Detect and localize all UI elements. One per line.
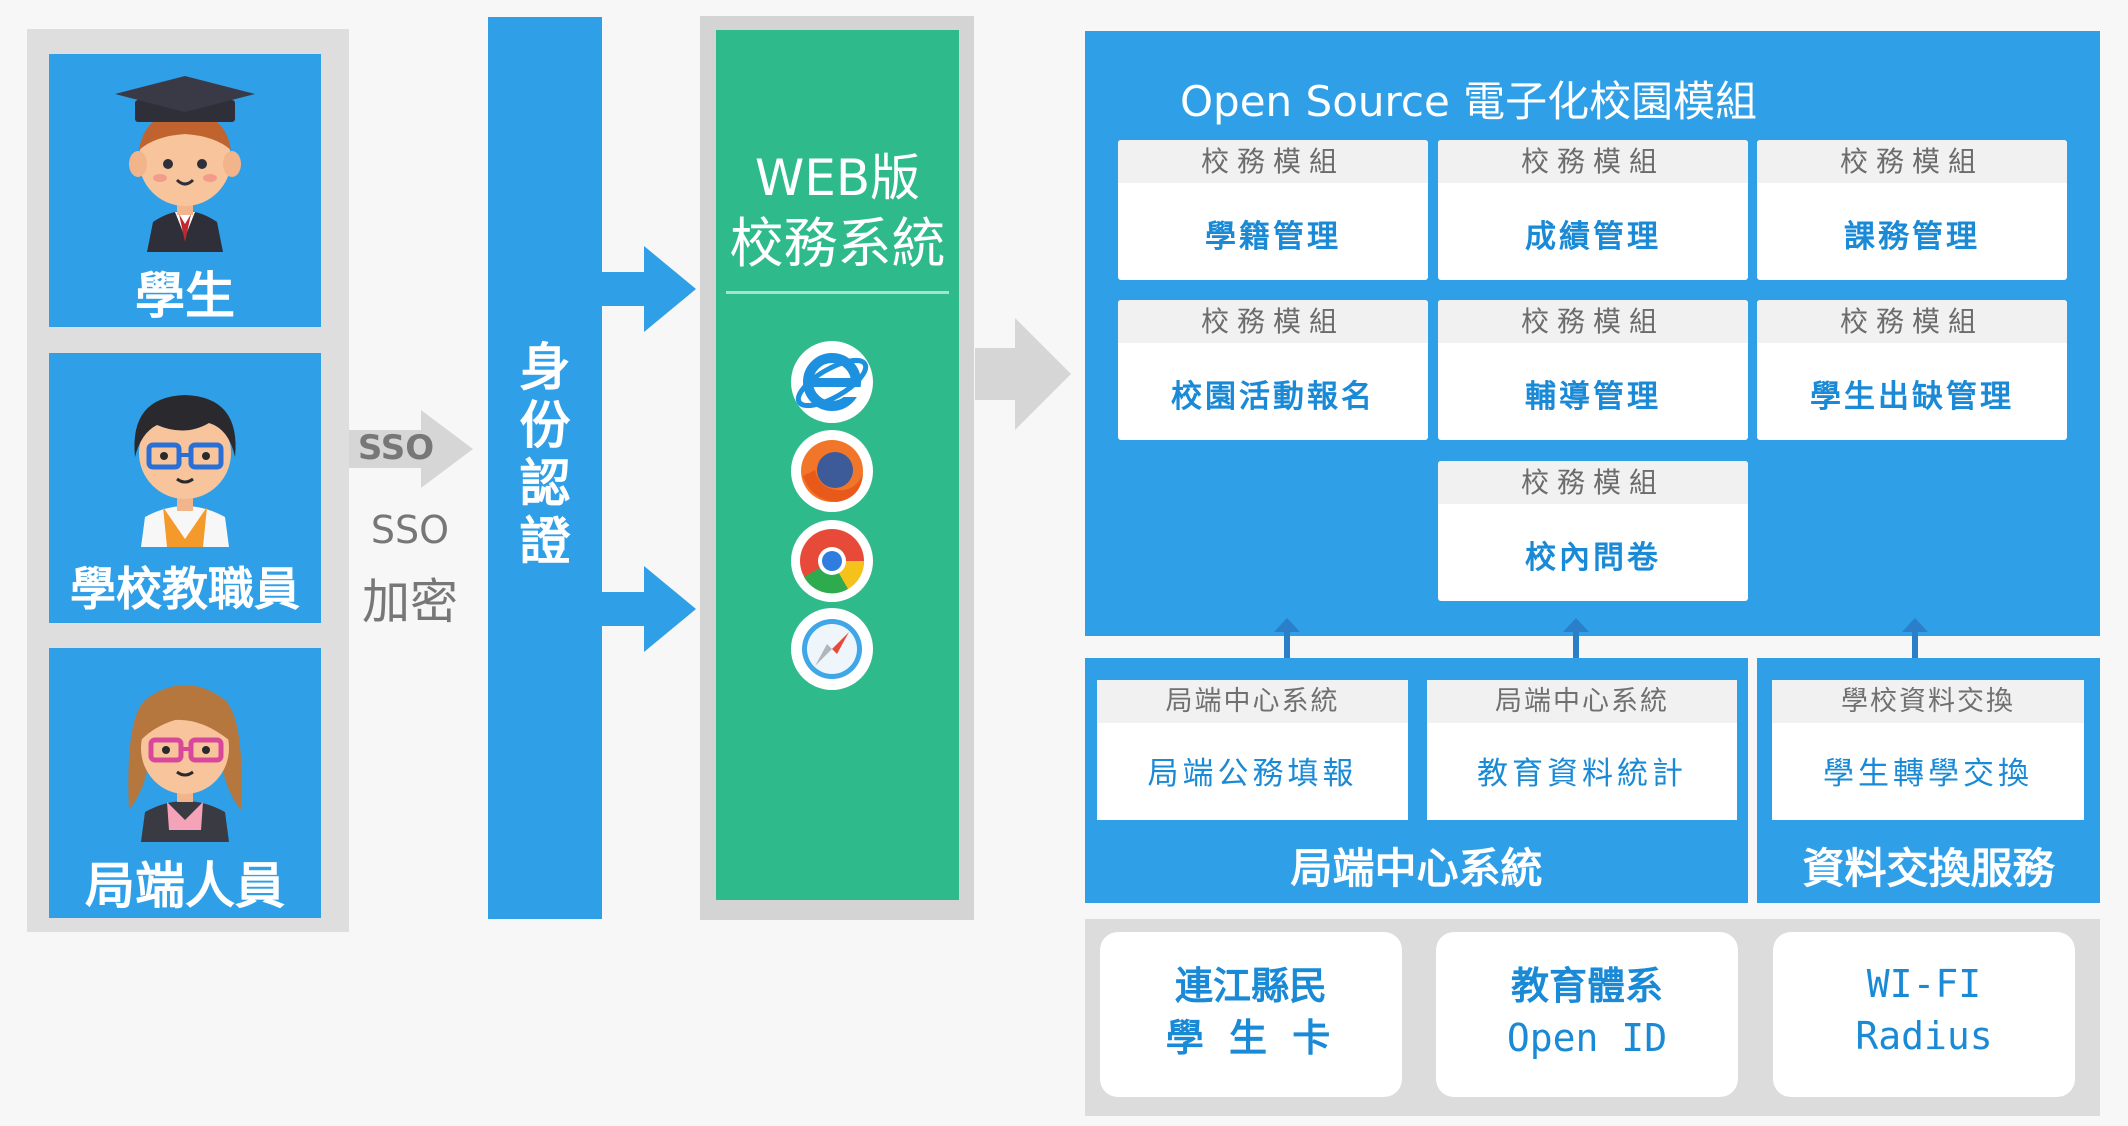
auth-arrow-bottom-icon <box>600 566 696 652</box>
safari-icon <box>791 608 873 690</box>
sub-module-header: 學校資料交換 <box>1772 680 2084 723</box>
sub-module-header: 局端中心系統 <box>1097 680 1408 723</box>
module-title: 成績管理 <box>1525 219 1661 255</box>
open-source-title: Open Source 電子化校園模組 <box>1180 77 1758 126</box>
module-course-affairs[interactable]: 校務模組 課務管理 <box>1757 140 2067 280</box>
sub-module-header: 局端中心系統 <box>1427 680 1737 723</box>
staff-woman-icon <box>128 685 242 842</box>
sub-module-title: 學生轉學交換 <box>1823 756 2033 792</box>
bureau-center-caption: 局端中心系統 <box>1290 844 1543 893</box>
module-attendance[interactable]: 校務模組 學生出缺管理 <box>1757 300 2067 440</box>
module-campus-activity[interactable]: 校務模組 校園活動報名 <box>1118 300 1428 440</box>
sso-arrow-icon <box>349 410 473 488</box>
student-transfer-module[interactable]: 學校資料交換 學生轉學交換 <box>1772 680 2084 820</box>
education-statistics-module[interactable]: 局端中心系統 教育資料統計 <box>1427 680 1737 820</box>
web-system-title-line1: WEB版 <box>754 149 921 207</box>
web-to-modules-arrow-icon <box>975 318 1071 430</box>
web-system-divider <box>726 291 949 294</box>
sso-encryption-label-2: 加密 <box>361 574 458 630</box>
module-counseling[interactable]: 校務模組 輔導管理 <box>1438 300 1748 440</box>
module-header: 校務模組 <box>1118 140 1428 183</box>
sso-encryption-label-1: SSO <box>370 508 450 552</box>
module-header: 校務模組 <box>1438 140 1748 183</box>
identity-auth-bar <box>488 17 602 919</box>
module-student-records[interactable]: 校務模組 學籍管理 <box>1118 140 1428 280</box>
user-label-student: 學生 <box>135 267 235 325</box>
student-card-login[interactable]: 連江縣民 學 生 卡 <box>1100 932 1402 1097</box>
user-card-bureau: 局端人員 <box>49 648 321 918</box>
module-header: 校務模組 <box>1757 300 2067 343</box>
module-title: 校園活動報名 <box>1171 379 1375 415</box>
data-exchange-caption: 資料交換服務 <box>1802 844 2055 893</box>
wifi-radius-login[interactable]: WI-FI Radius <box>1773 932 2075 1097</box>
auth-arrow-top-icon <box>600 246 696 332</box>
module-title: 校內問卷 <box>1525 540 1661 576</box>
module-header: 校務模組 <box>1757 140 2067 183</box>
module-header: 校務模組 <box>1438 461 1748 504</box>
login-method-line1: 連江縣民 <box>1174 964 1327 1008</box>
identity-auth-text: 身 份 認 證 <box>519 339 571 572</box>
sso-label: SSO <box>357 428 435 468</box>
login-method-line1: WI-FI <box>1866 962 1982 1006</box>
module-header: 校務模組 <box>1438 300 1748 343</box>
login-method-line1: 教育體系 <box>1510 964 1663 1008</box>
identity-auth-label: 身 份 認 證 <box>488 340 602 572</box>
openid-login[interactable]: 教育體系 Open ID <box>1436 932 1738 1097</box>
firefox-icon <box>791 430 873 512</box>
sub-module-title: 局端公務填報 <box>1147 756 1358 792</box>
teacher-icon <box>134 395 236 547</box>
module-title: 學籍管理 <box>1205 219 1341 255</box>
module-survey[interactable]: 校務模組 校內問卷 <box>1438 461 1748 601</box>
module-title: 學生出缺管理 <box>1810 379 2014 415</box>
login-method-line2: Open ID <box>1506 1016 1668 1060</box>
internet-explorer-icon <box>791 341 873 423</box>
user-card-teacher: 學校教職員 <box>49 353 321 623</box>
module-header: 校務模組 <box>1118 300 1428 343</box>
web-system-title-line2: 校務系統 <box>729 212 946 275</box>
login-method-line2: Radius <box>1855 1014 1993 1058</box>
module-title: 輔導管理 <box>1525 379 1661 415</box>
sub-module-title: 教育資料統計 <box>1477 756 1687 792</box>
web-system-title: WEB版 校務系統 <box>716 145 959 277</box>
module-title: 課務管理 <box>1844 219 1980 255</box>
chrome-icon <box>791 520 873 602</box>
module-grades[interactable]: 校務模組 成績管理 <box>1438 140 1748 280</box>
user-label-teacher: 學校教職員 <box>70 562 300 616</box>
bureau-reporting-module[interactable]: 局端中心系統 局端公務填報 <box>1097 680 1408 820</box>
user-label-bureau: 局端人員 <box>85 857 285 915</box>
user-card-student: 學生 <box>49 54 321 327</box>
graduate-student-icon <box>115 76 255 252</box>
login-method-line2: 學 生 卡 <box>1165 1016 1337 1060</box>
